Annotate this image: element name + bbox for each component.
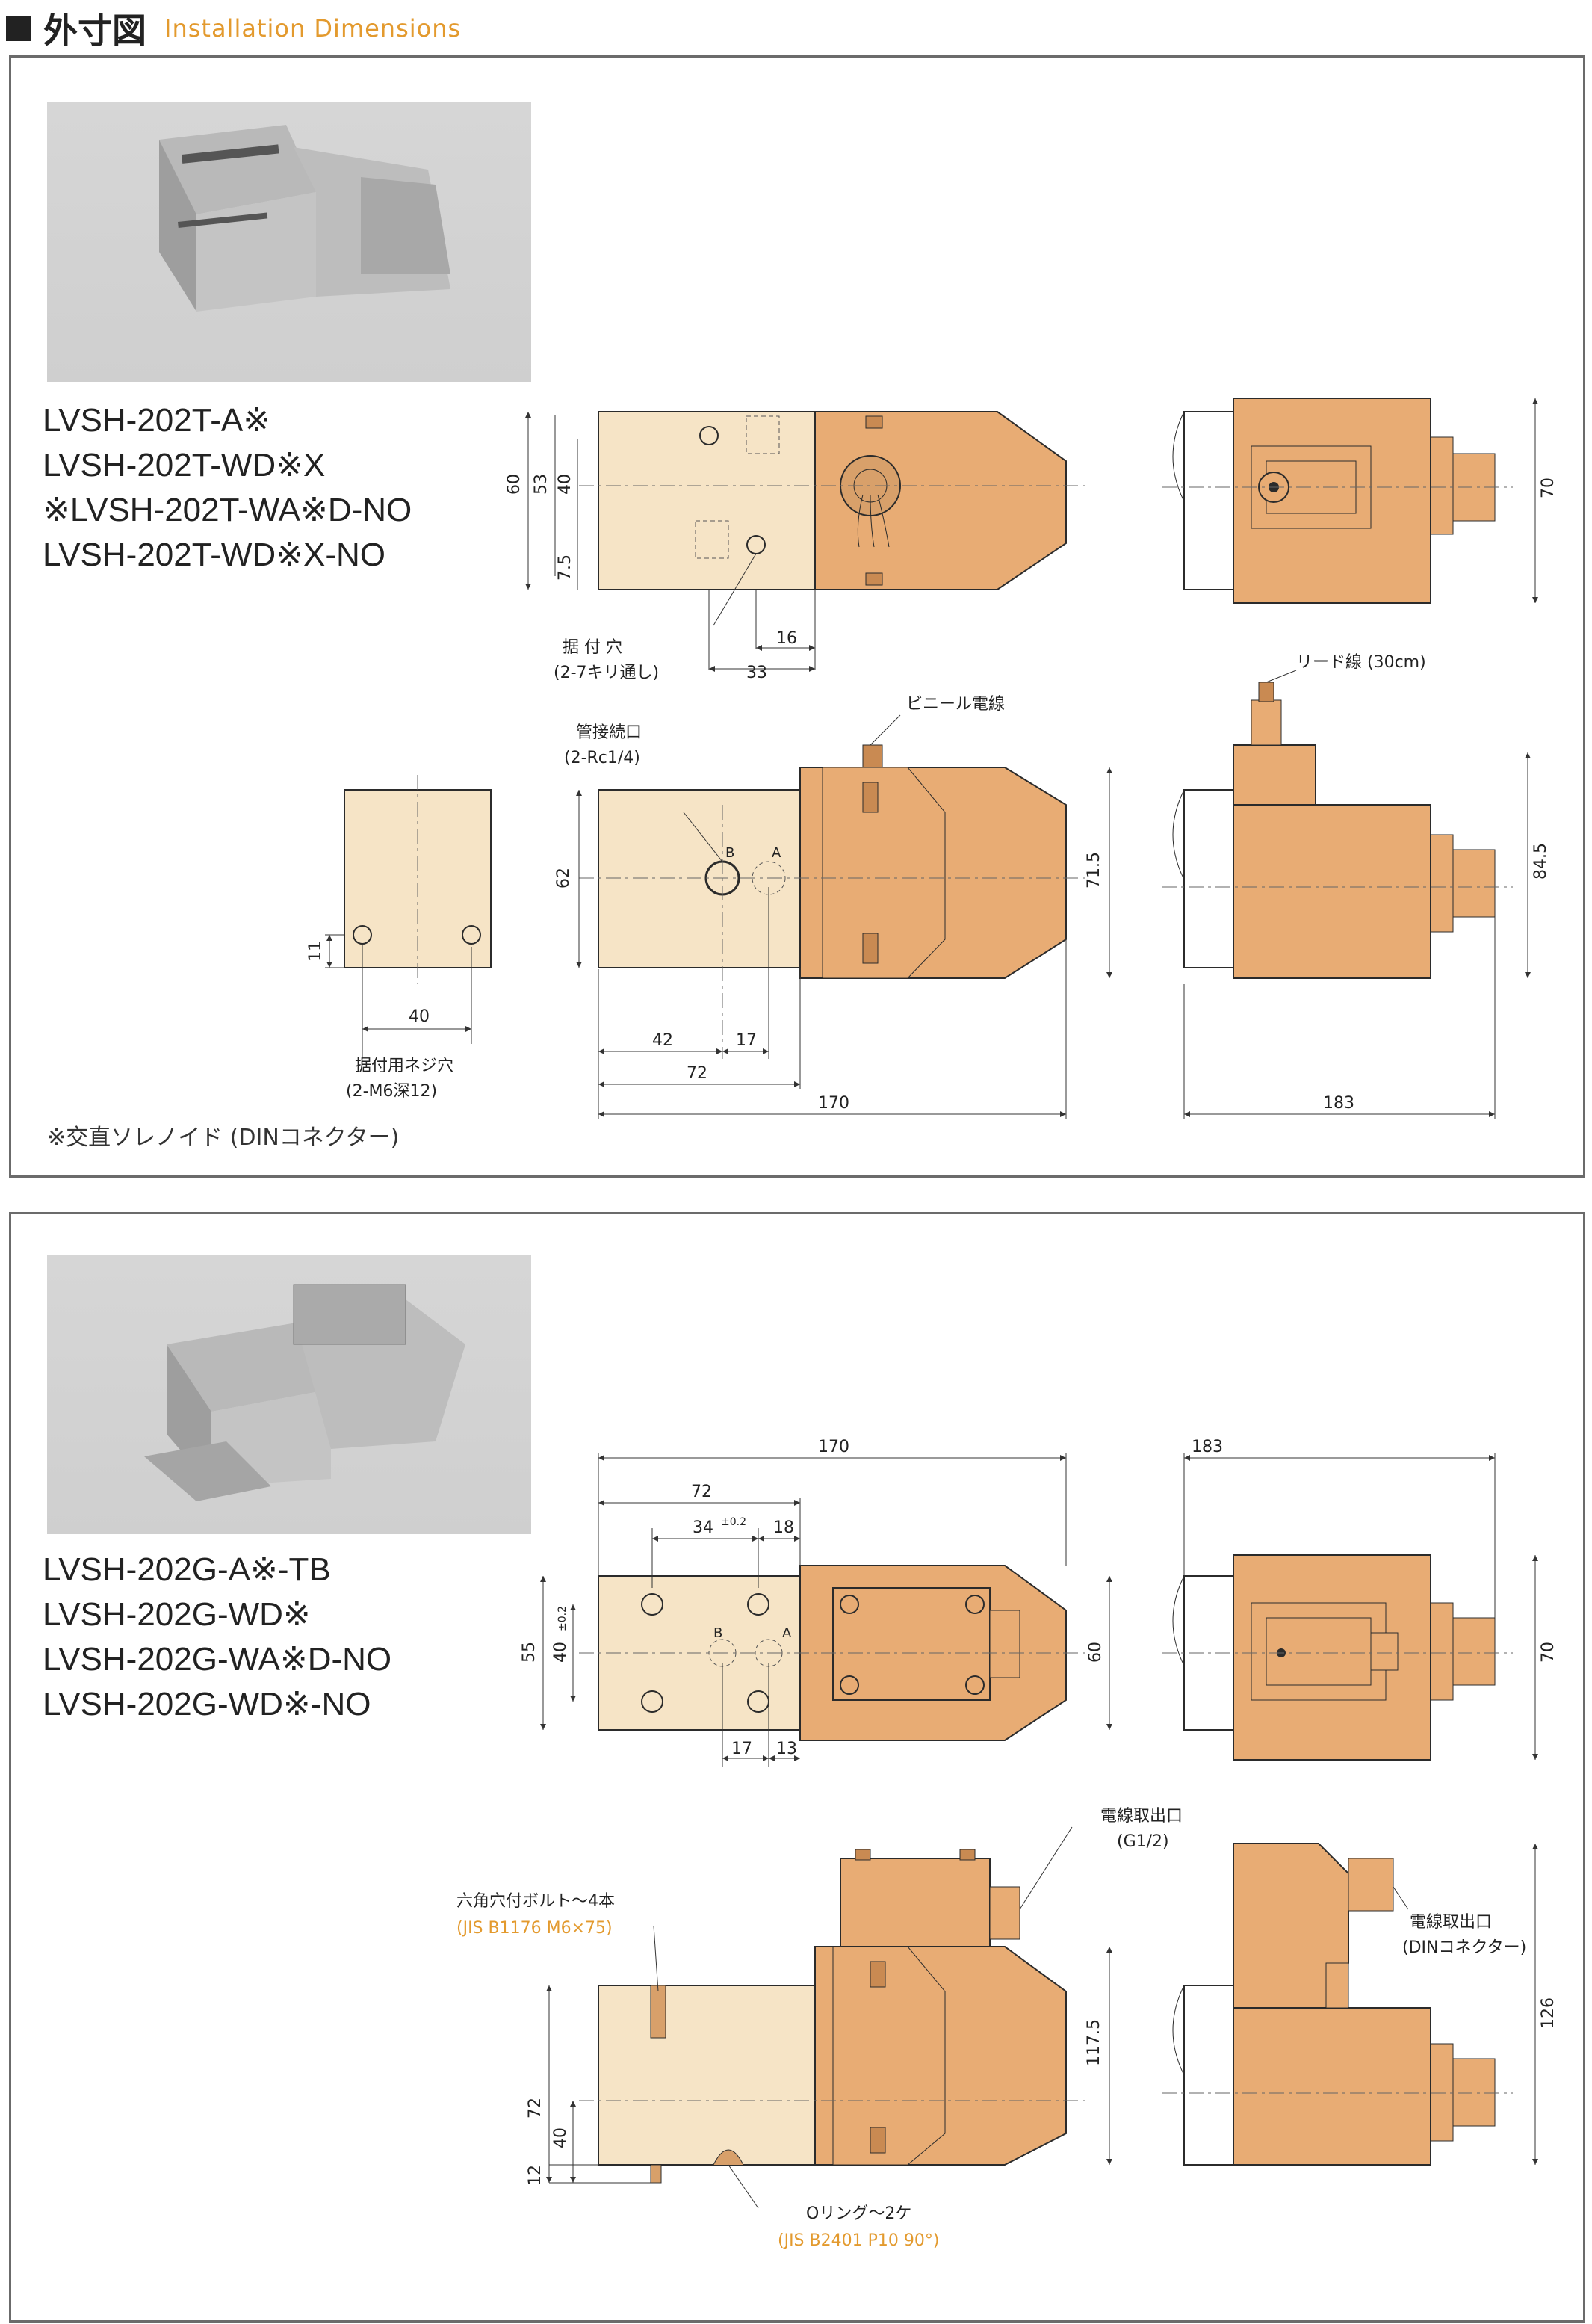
dim-40b: 40 xyxy=(409,1007,430,1026)
label-wire-outlet-din: 電線取出口 xyxy=(1410,1913,1492,1932)
label-mount-hole-spec: (2-7キリ通し) xyxy=(554,664,659,682)
port-a-label: A xyxy=(772,845,781,861)
dim-16: 16 xyxy=(776,629,797,648)
dim-170: 170 xyxy=(818,1094,849,1113)
dim-72-g: 72 xyxy=(691,1483,712,1501)
footnote-t: ※交直ソレノイド (DINコネクター) xyxy=(47,1125,400,1151)
model-item: ※LVSH-202T-WA※D-NO xyxy=(43,492,412,528)
label-wire-outlet-spec: (G1/2) xyxy=(1117,1832,1169,1851)
panel-type-t: LVSH-202T-A※ LVSH-202T-WD※X ※LVSH-202T-W… xyxy=(9,55,1585,1178)
dim-62: 62 xyxy=(554,868,573,889)
panel-type-g: LVSH-202G-A※-TB LVSH-202G-WD※ LVSH-202G-… xyxy=(9,1212,1585,2323)
dim-126: 126 xyxy=(1539,1997,1558,2029)
side-view-g xyxy=(1162,1843,1538,2166)
dim-53: 53 xyxy=(532,474,551,495)
header-square-icon xyxy=(6,16,31,41)
dim-18-g: 18 xyxy=(773,1518,794,1537)
valve-photo-icon xyxy=(159,125,450,312)
valve-photo-icon xyxy=(144,1284,465,1501)
label-mount-screw-spec: (2-M6深12) xyxy=(346,1082,437,1101)
dim-84-5: 84.5 xyxy=(1531,843,1550,880)
port-b-label-g: B xyxy=(713,1625,722,1641)
dim-60-g: 60 xyxy=(1086,1642,1105,1663)
drawing-t: 60 53 40 7.5 16 33 据 付 穴 (2-7キリ通し) 70 xyxy=(306,398,1558,1119)
label-vinyl-wire: ビニール電線 xyxy=(906,695,1005,714)
title-en: Installation Dimensions xyxy=(164,14,462,43)
front-view-g xyxy=(546,1826,1112,2209)
dim-34-tol: ±0.2 xyxy=(721,1516,746,1528)
label-oring: Oリング～2ケ xyxy=(806,2204,911,2223)
dim-60: 60 xyxy=(505,474,524,495)
dim-40: 40 xyxy=(556,474,574,495)
dim-42: 42 xyxy=(652,1031,673,1050)
model-item: LVSH-202T-WD※X xyxy=(43,447,326,483)
model-item: LVSH-202G-WD※ xyxy=(43,1596,311,1633)
label-lead-wire: リード線 (30cm) xyxy=(1296,653,1426,672)
label-port-conn: 管接続口 xyxy=(576,723,642,742)
label-mount-hole: 据 付 穴 xyxy=(563,638,622,657)
dim-183-g: 183 xyxy=(1192,1438,1223,1456)
front-view-t xyxy=(576,714,1112,1119)
label-port-conn-spec: (2-Rc1/4) xyxy=(564,749,640,767)
dim-7-5: 7.5 xyxy=(556,554,574,581)
dim-183: 183 xyxy=(1323,1094,1354,1113)
label-mount-screw: 据付用ネジ穴 xyxy=(355,1057,453,1075)
top-view-g xyxy=(540,1453,1112,1767)
dim-13-g: 13 xyxy=(776,1740,797,1758)
dim-70-g: 70 xyxy=(1539,1642,1558,1663)
dim-33: 33 xyxy=(746,664,767,682)
top-view-t xyxy=(525,411,1087,672)
model-item: LVSH-202T-A※ xyxy=(43,402,271,439)
title-jp: 外寸図 xyxy=(43,10,146,51)
product-photo-g xyxy=(47,1255,531,1534)
dim-71-5: 71.5 xyxy=(1085,852,1103,889)
dim-55-g: 55 xyxy=(520,1642,539,1663)
side-view-top-t xyxy=(1162,398,1538,604)
model-item: LVSH-202G-A※-TB xyxy=(43,1551,331,1588)
dim-17-g: 17 xyxy=(731,1740,752,1758)
model-item: LVSH-202T-WD※X-NO xyxy=(43,537,386,573)
drawing-g: 170 72 34 ±0.2 18 55 40 ±0.2 60 17 13 B … xyxy=(456,1438,1558,2250)
model-list-g: LVSH-202G-A※-TB LVSH-202G-WD※ LVSH-202G-… xyxy=(43,1548,391,1727)
side-view-t xyxy=(1162,670,1531,1119)
port-b-label: B xyxy=(725,845,734,861)
product-photo-t xyxy=(47,102,531,382)
dim-72: 72 xyxy=(687,1064,707,1083)
dim-70: 70 xyxy=(1539,478,1558,498)
model-list-t: LVSH-202T-A※ LVSH-202T-WD※X ※LVSH-202T-W… xyxy=(43,398,412,578)
dim-72b-g: 72 xyxy=(526,2098,545,2119)
label-hex-bolt-spec: (JIS B1176 M6×75) xyxy=(456,1919,613,1938)
dim-11: 11 xyxy=(306,941,325,962)
dim-34-g: 34 xyxy=(693,1518,713,1537)
label-oring-spec: (JIS B2401 P10 90°) xyxy=(778,2231,939,2250)
model-item: LVSH-202G-WA※D-NO xyxy=(43,1641,392,1678)
label-wire-outlet-din-spec: (DINコネクター) xyxy=(1402,1938,1526,1957)
model-item: LVSH-202G-WD※-NO xyxy=(43,1686,371,1722)
side-view-top-g xyxy=(1162,1453,1538,1761)
label-hex-bolt: 六角穴付ボルト～4本 xyxy=(456,1892,615,1911)
page-header: 外寸図 Installation Dimensions xyxy=(6,6,461,51)
dim-12-g: 12 xyxy=(526,2165,545,2186)
port-a-label-g: A xyxy=(782,1625,792,1641)
dim-40-g: 40 xyxy=(551,1642,570,1663)
dim-40-tol: ±0.2 xyxy=(557,1606,569,1631)
dim-170-g: 170 xyxy=(818,1438,849,1456)
dim-117-5: 117.5 xyxy=(1085,2019,1103,2066)
dim-40b-g: 40 xyxy=(551,2127,570,2148)
end-view-t xyxy=(325,775,492,1059)
dim-17: 17 xyxy=(736,1031,757,1050)
label-wire-outlet: 電線取出口 xyxy=(1100,1807,1183,1826)
